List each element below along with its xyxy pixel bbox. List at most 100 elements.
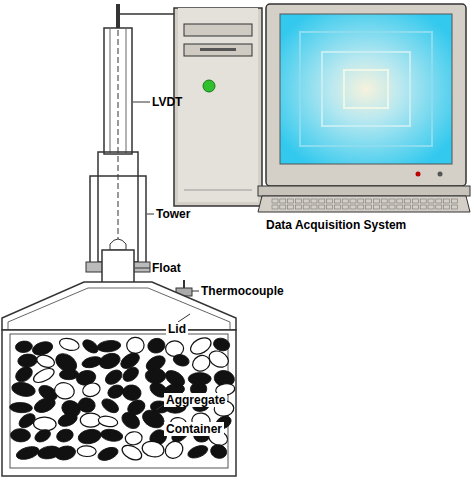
- keyboard-key: [311, 205, 317, 209]
- aggregate-particle: [97, 339, 122, 353]
- keyboard-key: [272, 205, 278, 209]
- keyboard-key: [358, 199, 364, 203]
- aggregate-particle: [53, 381, 76, 401]
- tower-label: Tower: [156, 207, 190, 221]
- keyboard-key: [342, 205, 348, 209]
- keyboard-key: [405, 199, 411, 203]
- aggregate-particle: [17, 353, 38, 368]
- aggregate-particle: [81, 381, 101, 398]
- keyboard-key: [381, 199, 387, 203]
- keyboard-key: [444, 205, 450, 209]
- aggregate-particle: [97, 351, 122, 372]
- aggregate-particle: [125, 431, 143, 446]
- aggregate-particle: [122, 384, 142, 402]
- keyboard-key: [280, 199, 286, 203]
- keyboard-key: [303, 199, 309, 203]
- aggregate-particle: [141, 439, 166, 458]
- keyboard-key: [366, 205, 372, 209]
- keyboard-key: [405, 205, 411, 209]
- aggregate-particle: [186, 443, 209, 460]
- aggregate-particle: [55, 427, 74, 443]
- keyboard-key: [350, 199, 356, 203]
- aggregate-particle: [32, 395, 57, 415]
- keyboard-key: [428, 205, 434, 209]
- system-label: Data Acquisition System: [266, 218, 406, 232]
- aggregate-particle: [146, 337, 166, 355]
- keyboard-key: [420, 205, 426, 209]
- aggregate-particle: [10, 380, 36, 398]
- aggregate-particle: [56, 411, 79, 429]
- aggregate-particle: [33, 427, 53, 444]
- aggregate-label: Aggregate: [164, 393, 227, 407]
- keyboard-key: [319, 205, 325, 209]
- keyboard-key: [342, 199, 348, 203]
- aggregate-particle: [77, 428, 102, 446]
- keyboard-key: [366, 199, 372, 203]
- keyboard-key: [420, 199, 426, 203]
- aggregate-particle: [145, 368, 166, 384]
- aggregate-particle: [15, 444, 41, 461]
- keyboard-key: [451, 199, 457, 203]
- aggregate-particle: [209, 443, 228, 460]
- aggregate-particle: [59, 369, 79, 380]
- aggregate-particle: [15, 340, 33, 353]
- keyboard-key: [412, 205, 418, 209]
- aggregate-particle: [13, 364, 35, 385]
- keyboard-key: [334, 205, 340, 209]
- keyboard-key: [295, 205, 301, 209]
- aggregate-particle: [54, 444, 77, 462]
- keyboard-key: [397, 205, 403, 209]
- aggregate-particle: [77, 397, 96, 413]
- aggregate-particle: [9, 402, 32, 413]
- aggregate-particle: [120, 442, 144, 463]
- aggregate-particle: [31, 366, 56, 386]
- aggregate-particle: [206, 348, 231, 371]
- aggregate-particle: [35, 353, 56, 370]
- aggregate-particle: [10, 428, 30, 442]
- keyboard-key: [373, 199, 379, 203]
- keyboard-key: [412, 199, 418, 203]
- keyboard-key: [288, 199, 294, 203]
- aggregate-particle: [212, 337, 231, 353]
- keyboard-key: [428, 199, 434, 203]
- aggregate-particle: [126, 337, 144, 354]
- keyboard-key: [327, 205, 333, 209]
- aggregate-particle: [162, 438, 186, 462]
- aggregate-particle: [165, 341, 184, 357]
- aggregate-particle: [120, 364, 141, 384]
- keyboard-key: [272, 199, 278, 203]
- keyboard-key: [350, 205, 356, 209]
- aggregate-particle: [119, 409, 143, 432]
- keyboard-key: [389, 205, 395, 209]
- keyboard-key: [444, 199, 450, 203]
- keyboard-key: [389, 199, 395, 203]
- aggregate-particle: [103, 367, 125, 387]
- thermocouple-label: Thermocouple: [201, 284, 284, 298]
- aggregate-particle: [139, 407, 167, 432]
- lvdt-label: LVDT: [152, 95, 182, 109]
- aggregate-particle: [77, 446, 96, 457]
- aggregate-particle: [58, 336, 80, 352]
- aggregate-particle: [99, 396, 121, 416]
- keyboard-key: [288, 205, 294, 209]
- keyboard-key: [303, 205, 309, 209]
- float-label: Float: [152, 261, 181, 275]
- keyboard-key: [358, 205, 364, 209]
- aggregate-particle: [97, 415, 118, 428]
- keyboard-key: [373, 205, 379, 209]
- aggregate-particle: [96, 445, 120, 463]
- keyboard-key: [397, 199, 403, 203]
- keyboard-key: [451, 205, 457, 209]
- container-label: Container: [164, 422, 224, 436]
- aggregate-particle: [33, 417, 56, 432]
- keyboard-key: [436, 205, 442, 209]
- keyboard-key: [436, 199, 442, 203]
- aggregate-particle: [100, 428, 124, 443]
- keyboard-key: [334, 199, 340, 203]
- keyboard-key: [319, 199, 325, 203]
- aggregate-particle: [172, 353, 191, 368]
- keyboard-key: [311, 199, 317, 203]
- keyboard-key: [295, 199, 301, 203]
